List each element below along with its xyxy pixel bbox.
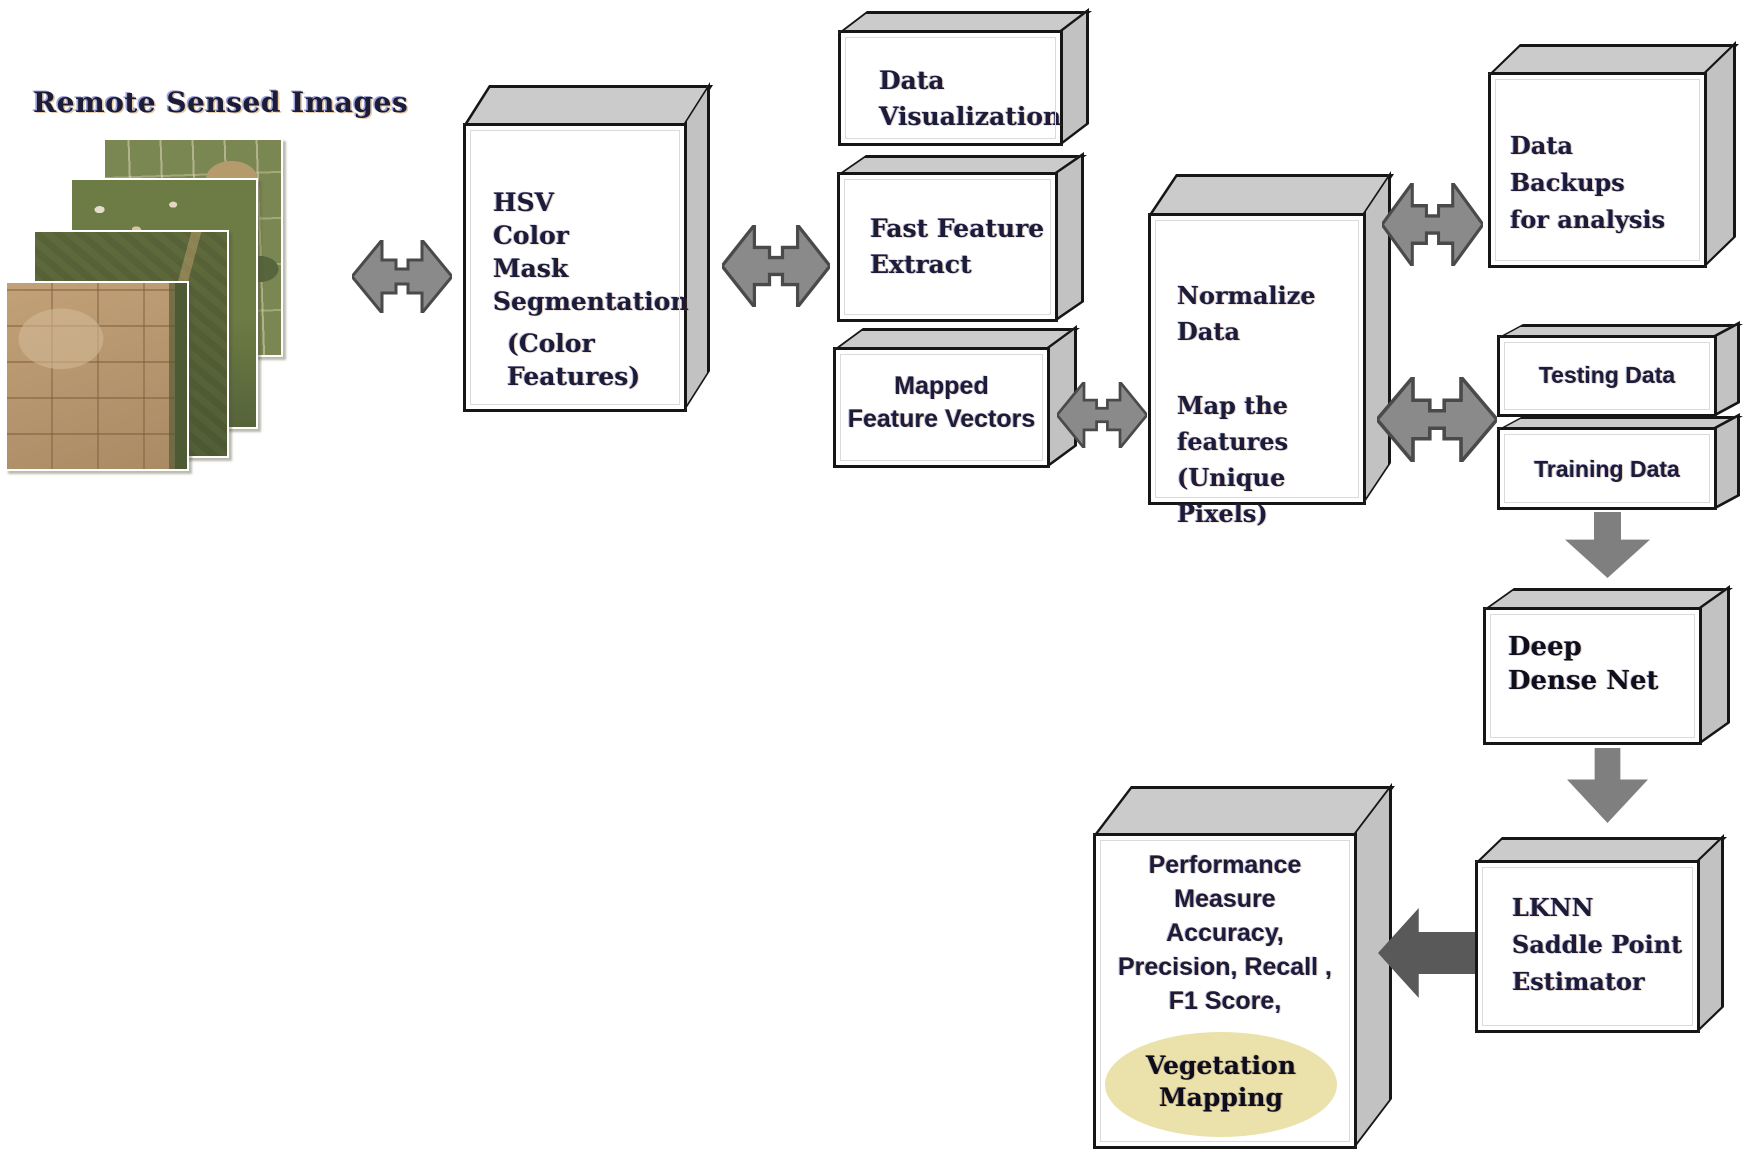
node-label: Mapped Feature Vectors <box>847 372 1036 433</box>
node-testing-data: Testing Data <box>1497 321 1744 417</box>
box-side-face <box>684 82 710 413</box>
node-data-visualization: Data Visualization <box>838 7 1092 146</box>
down-arrow-icon <box>1567 748 1648 823</box>
box-side-face <box>1699 584 1730 745</box>
vegetation-mapping-ellipse: Vegetation Mapping <box>1105 1032 1337 1137</box>
box-side-face <box>1697 834 1724 1033</box>
node-label: Testing Data <box>1538 362 1676 388</box>
node-label: Data Backups for analysis <box>1510 131 1666 234</box>
node-hsv-color-mask-segmentation: HSV Color Mask Segmentation (Color Featu… <box>463 82 714 413</box>
node-label: LKNN Saddle Point Estimator <box>1512 893 1683 996</box>
box-top-face <box>1148 174 1395 216</box>
box-side-face <box>1704 40 1736 269</box>
box-top-face <box>1497 324 1744 338</box>
double-arrow-icon <box>722 225 830 307</box>
node-normalize-map-features: Normalize Data Map the features (Unique … <box>1148 171 1395 528</box>
box-side-face <box>1714 413 1740 510</box>
box-top-face <box>1497 416 1744 430</box>
node-performance-measure: Performance Measure Accuracy, Precision,… <box>1093 782 1395 1149</box>
node-label: Training Data <box>1534 456 1680 482</box>
ellipse-label: Vegetation Mapping <box>1145 1051 1297 1112</box>
node-sublabel: Map the features (Unique Pixels) <box>1177 391 1289 528</box>
box-top-face <box>833 328 1080 350</box>
box-side-face <box>1714 321 1740 417</box>
node-label: Performance Measure Accuracy, Precision,… <box>1118 851 1332 1015</box>
node-lknn-saddle-point-estimator: LKNN Saddle Point Estimator <box>1475 834 1728 1033</box>
node-sublabel: (Color Features) <box>507 329 641 391</box>
node-label: HSV Color Mask Segmentation <box>493 188 689 316</box>
box-top-face <box>1488 44 1739 75</box>
node-label: Normalize Data <box>1177 281 1316 346</box>
node-label: Data Visualization <box>879 66 1062 131</box>
down-arrow-icon <box>1565 512 1650 578</box>
box-side-face <box>1055 151 1084 322</box>
box-top-face <box>837 155 1087 175</box>
box-top-face <box>463 85 714 126</box>
node-label: Deep Dense Net <box>1508 632 1659 696</box>
box-top-face <box>1475 837 1728 863</box>
node-data-backups: Data Backups for analysis <box>1488 40 1739 269</box>
box-top-face <box>1483 588 1733 610</box>
double-arrow-icon <box>352 240 452 313</box>
double-arrow-icon <box>1377 377 1497 462</box>
node-mapped-feature-vectors: Mapped Feature Vectors <box>833 324 1080 468</box>
box-top-face <box>1093 786 1395 836</box>
box-side-face <box>1060 7 1089 146</box>
double-arrow-icon <box>1057 382 1147 448</box>
node-label: Fast Feature Extract <box>870 214 1045 279</box>
double-arrow-icon <box>1382 183 1483 266</box>
node-deep-dense-net: Deep Dense Net <box>1483 584 1733 745</box>
page-title: Remote Sensed Images <box>33 86 409 119</box>
satellite-image-4 <box>5 281 189 471</box>
node-fast-feature-extract: Fast Feature Extract <box>837 151 1087 322</box>
box-top-face <box>838 11 1092 33</box>
node-training-data: Training Data <box>1497 413 1744 510</box>
left-arrow-icon <box>1378 908 1475 998</box>
